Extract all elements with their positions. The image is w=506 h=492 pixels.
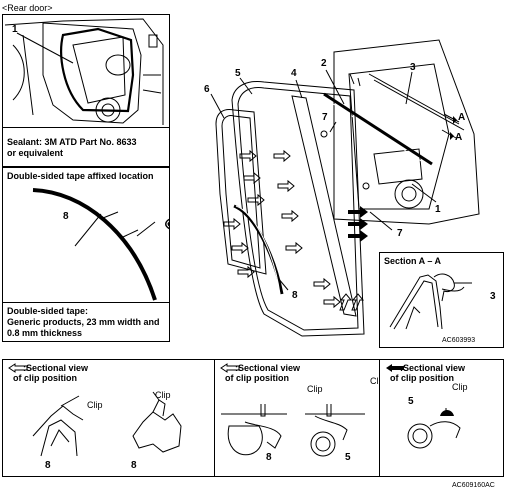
callout-2: 2 — [321, 58, 327, 69]
tape-note-line2: Generic products, 23 mm width and — [7, 317, 160, 327]
clip-panel-title-line2: of clip position — [225, 373, 289, 383]
tape-note-line3: 0.8 mm thickness — [7, 328, 83, 338]
hollow-arrow-icon — [7, 363, 29, 373]
section-aa-panel: Section A – A 3 AC603993 — [379, 252, 504, 348]
tape-panel-title: Double-sided tape affixed location — [7, 171, 154, 181]
callout-1: 1 — [12, 24, 18, 35]
section-marker-a-bottom: A — [455, 132, 463, 143]
sealant-note-line2: or equivalent — [7, 148, 64, 158]
clip-panel-title-line1: :Sectional view — [23, 363, 89, 373]
section-aa-title: Section A – A — [384, 256, 442, 266]
clip-panel-5: :Sectional view of clip position Clip 5 — [379, 359, 504, 477]
callout-3: 3 — [410, 62, 416, 73]
divider — [3, 127, 169, 128]
clip-section-illustration — [3, 386, 214, 476]
tape-panel: Double-sided tape affixed location 8 Dou… — [2, 167, 170, 342]
clip-section-illustration — [215, 386, 379, 476]
clip-label: Clip — [155, 390, 171, 400]
callout-5: 5 — [408, 396, 414, 407]
section-marker-a-top: A — [458, 112, 466, 123]
callout-7-bottom: 7 — [397, 228, 403, 239]
section-aa-code: AC603993 — [442, 337, 476, 344]
clip-section-illustration — [380, 386, 503, 476]
clip-label: Clip — [370, 376, 386, 386]
tape-arc-illustration — [3, 182, 169, 308]
page-title: <Rear door> — [2, 3, 53, 13]
callout-6: 6 — [204, 84, 210, 95]
solid-arrow-icon — [384, 363, 406, 373]
door-inner-panel-illustration — [3, 15, 169, 127]
callout-7-top: 7 — [322, 112, 328, 123]
callout-8: 8 — [45, 460, 51, 471]
clip-panel-title-line2: of clip position — [13, 373, 77, 383]
callout-5: 5 — [345, 452, 351, 463]
divider — [3, 302, 169, 303]
tape-note-line1: Double-sided tape: — [7, 306, 89, 316]
clip-panel-8: :Sectional view of clip position Clip Cl… — [2, 359, 215, 477]
callout-4: 4 — [291, 68, 297, 79]
callout-5: 5 — [235, 68, 241, 79]
sealant-note-line1: Sealant: 3M ATD Part No. 8633 — [7, 137, 137, 147]
callout-8: 8 — [266, 452, 272, 463]
callout-8: 8 — [63, 211, 69, 222]
callout-8-strip: 8 — [292, 290, 298, 301]
clip-panel-title-line1: :Sectional view — [235, 363, 301, 373]
clip-label: Clip — [307, 384, 323, 394]
clip-label: Clip — [87, 400, 103, 410]
callout-8: 8 — [131, 460, 137, 471]
hollow-arrow-icon — [219, 363, 241, 373]
exploded-door-illustration — [174, 14, 504, 344]
section-aa-illustration — [380, 267, 503, 337]
figure-code: AC609160AC — [452, 482, 495, 489]
clip-panel-8-5: :Sectional view of clip position Clip Cl… — [214, 359, 386, 477]
callout-1-door: 1 — [435, 204, 441, 215]
clip-panel-title-line1: :Sectional view — [400, 363, 466, 373]
sealant-panel: 1 Sealant: 3M ATD Part No. 8633 or equiv… — [2, 14, 170, 167]
clip-panel-title-line2: of clip position — [390, 373, 454, 383]
callout-3-section: 3 — [490, 291, 496, 302]
clip-label: Clip — [452, 382, 468, 392]
